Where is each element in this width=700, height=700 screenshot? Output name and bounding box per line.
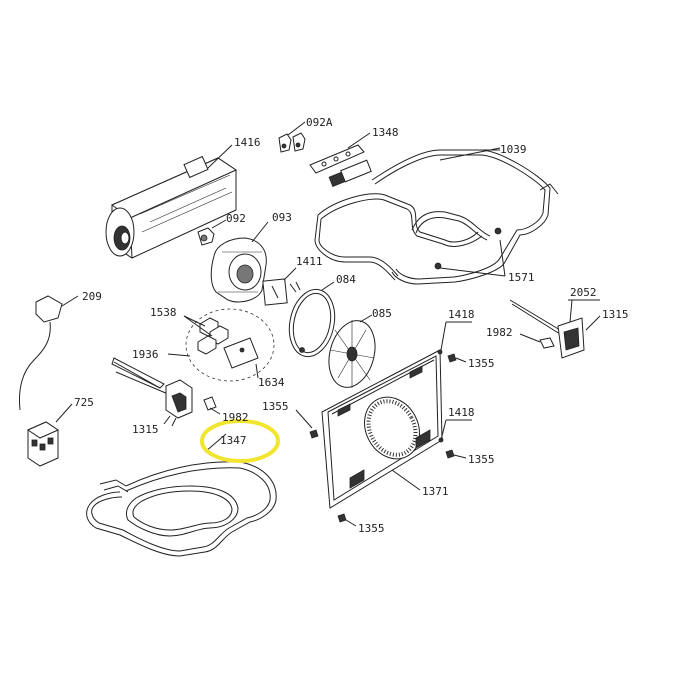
label-093: 093 [272,211,292,224]
label-1315-left: 1315 [132,423,159,436]
label-1355-left: 1355 [262,400,289,413]
label-1355-right: 1355 [468,453,495,466]
label-1418-upper: 1418 [448,308,475,321]
label-1416: 1416 [234,136,261,149]
bracket-1411 [262,267,297,306]
screw-1355-a [447,353,467,363]
label-1039: 1039 [500,143,527,156]
part-labels: 092A 1416 1348 1039 092 093 1411 084 085… [74,116,629,535]
wiring-1936 [111,353,191,389]
label-1538: 1538 [150,306,177,319]
screw-1355-c [445,449,467,459]
ring-element-084 [288,281,336,358]
fan-motor-093 [210,221,269,303]
label-1355-upper: 1355 [468,357,495,370]
limiter-1315-left [115,371,193,427]
label-1571: 1571 [508,271,535,284]
label-725: 725 [74,396,94,409]
label-1315-right: 1315 [602,308,629,321]
terminal-block-725 [26,403,73,467]
label-085: 085 [372,307,392,320]
terminal-plate-1348 [309,132,372,188]
label-092A: 092A [306,116,333,129]
limiter-1315-right [509,299,601,359]
lamp-092 [197,219,227,246]
label-2052: 2052 [570,286,597,299]
label-1936: 1936 [132,348,159,361]
lamp-holder-092A [278,121,306,153]
lower-element-1347 [86,433,277,557]
label-1355-bottom: 1355 [358,522,385,535]
back-panel-1371 [321,349,444,509]
label-1982-left: 1982 [222,411,249,424]
screw-1355-b [295,409,319,439]
grill-element-1039 [314,147,559,285]
label-1982-right: 1982 [486,326,513,339]
label-1347: 1347 [220,434,247,447]
label-209: 209 [82,290,102,303]
sensor-1982-left [203,396,221,415]
label-1634: 1634 [258,376,285,389]
sensor-1982-right [519,333,555,349]
label-092: 092 [226,212,246,225]
tangential-fan-1416 [105,144,238,259]
label-1371: 1371 [422,485,449,498]
label-084: 084 [336,273,356,286]
mains-cable-209 [19,295,79,411]
label-1348: 1348 [372,126,399,139]
thermostat-assembly-1538-1634 [183,308,275,382]
fan-blade-085 [328,314,376,388]
label-1411: 1411 [296,255,323,268]
screw-1355-d [337,513,357,527]
highlight-marker [200,419,280,463]
label-1418-lower: 1418 [448,406,475,419]
